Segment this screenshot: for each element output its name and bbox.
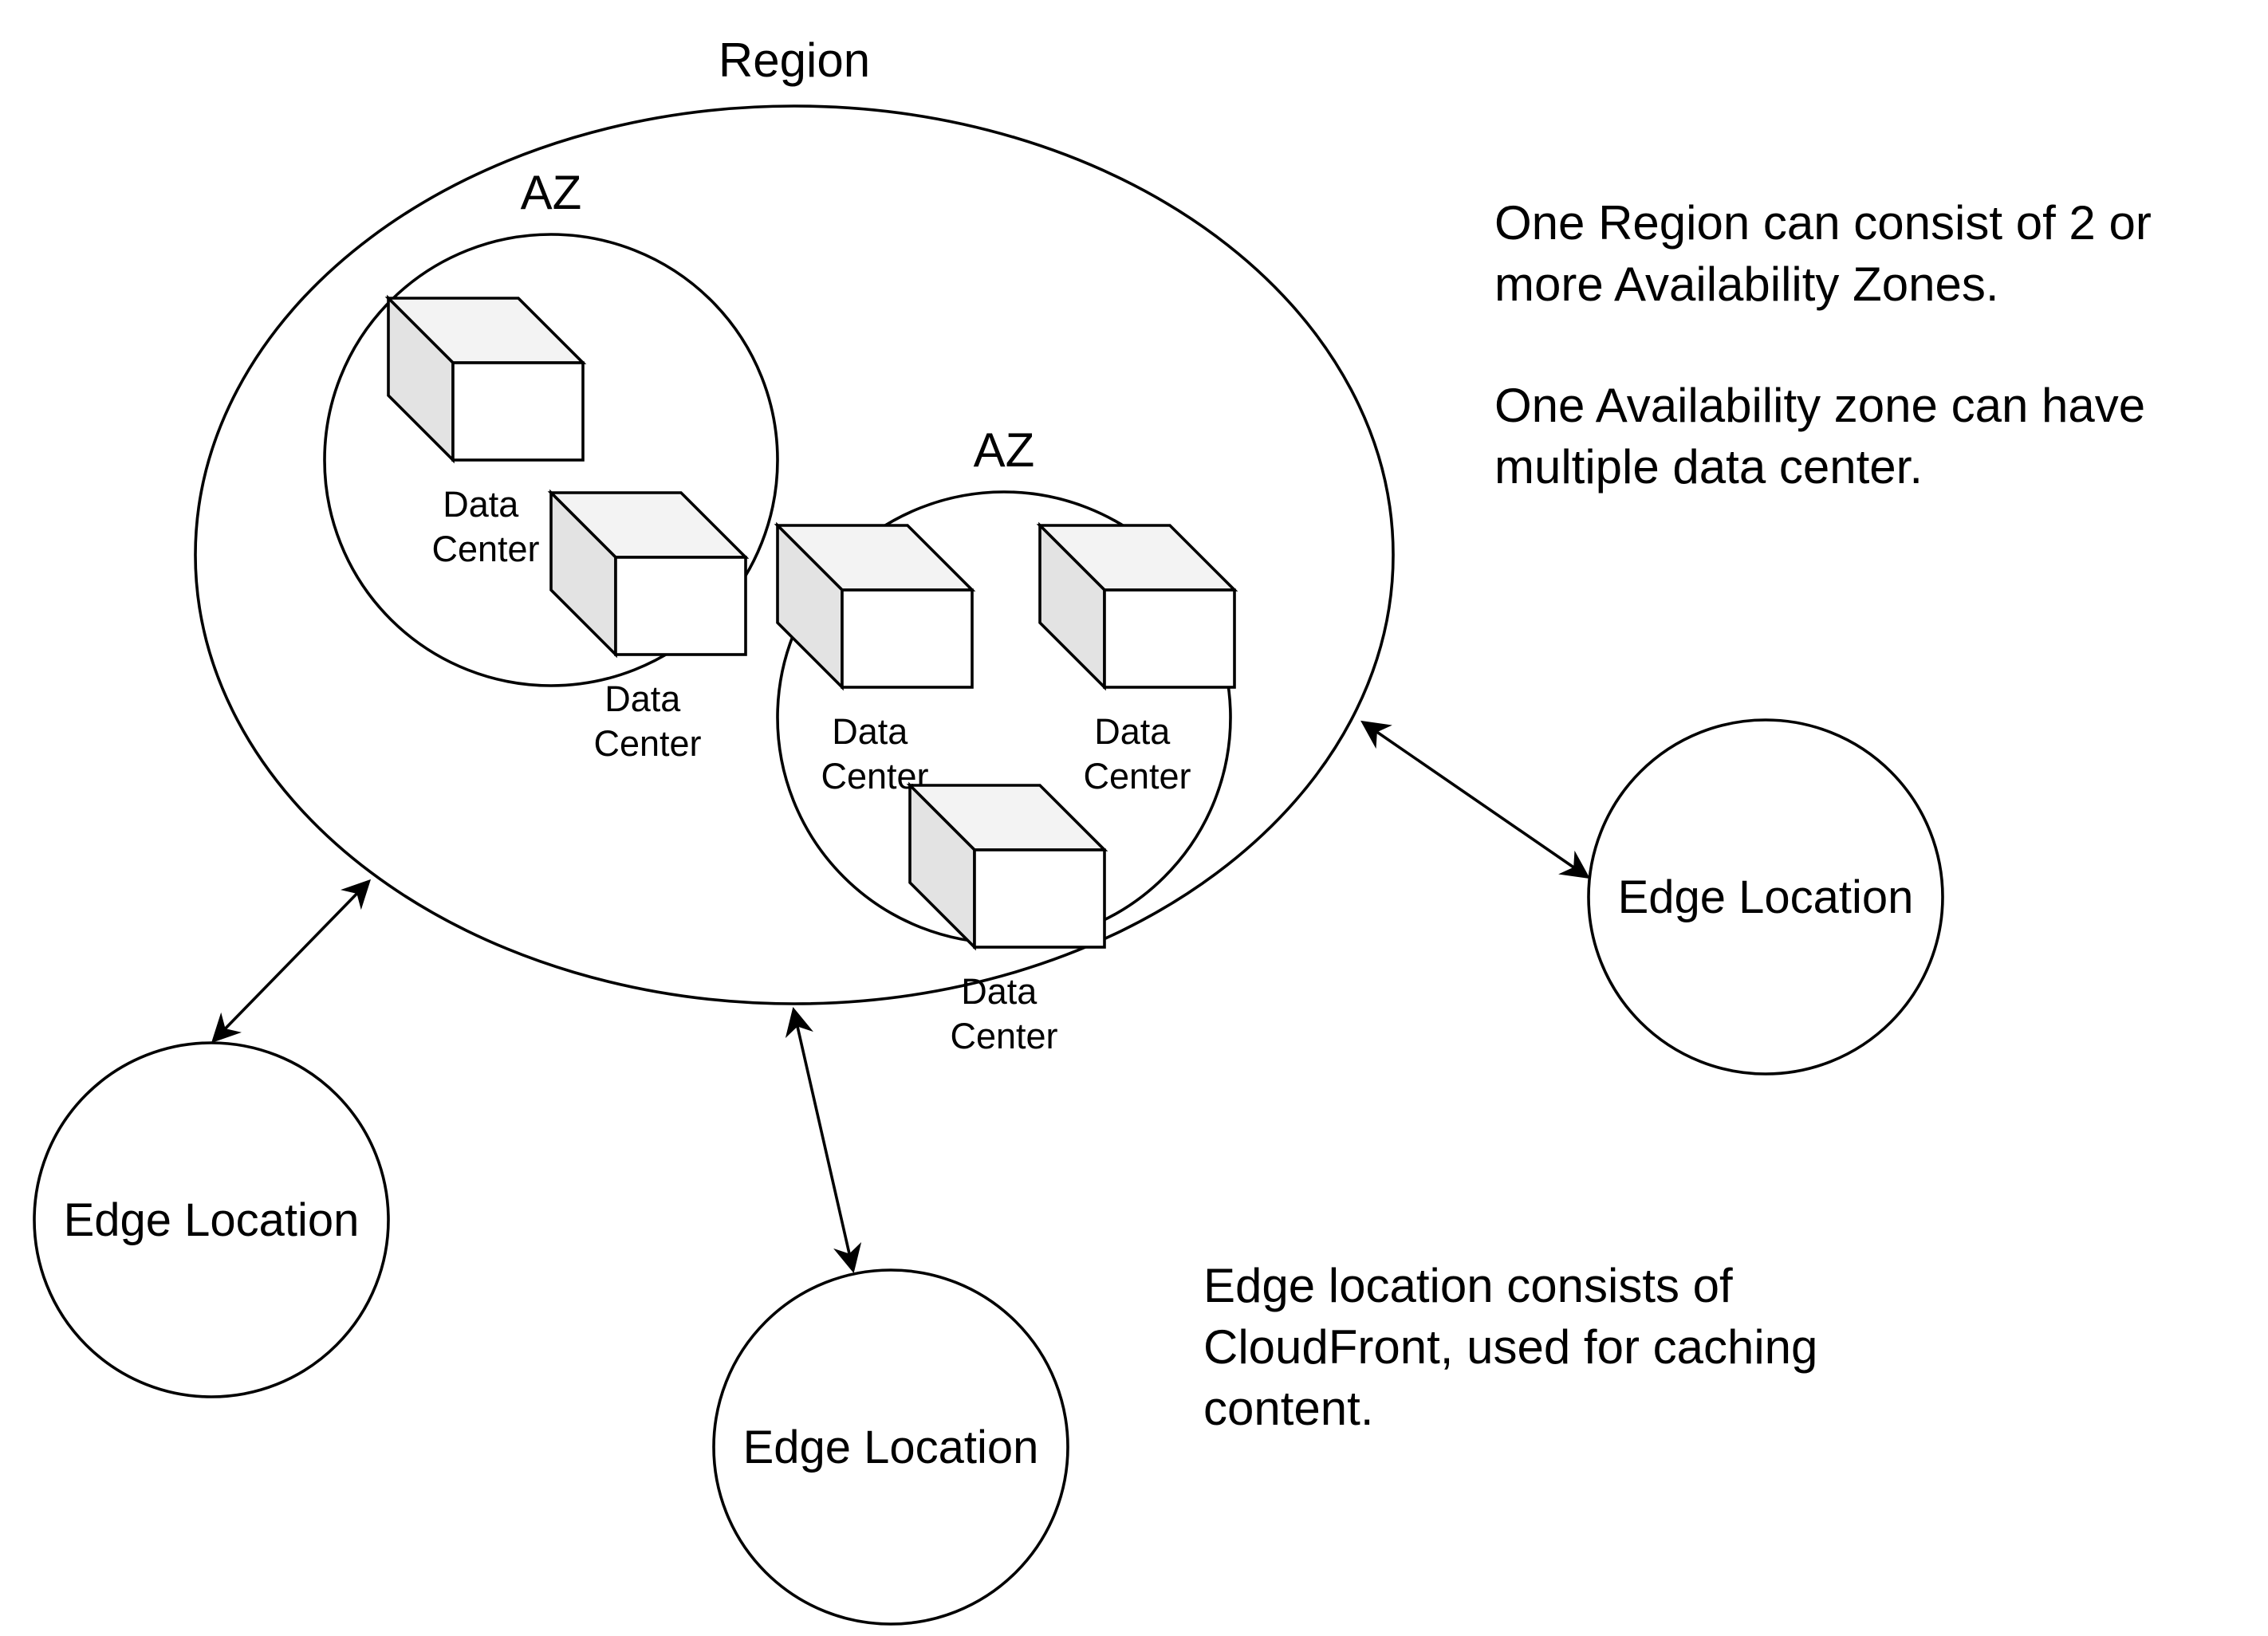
data-center-label-line2: Center bbox=[431, 529, 539, 569]
cube-front bbox=[973, 848, 1106, 949]
data-center-label-line1: Data bbox=[961, 971, 1038, 1012]
data-center-cube-1 bbox=[384, 294, 587, 464]
arrow-region-edge-left bbox=[211, 879, 372, 1044]
data-center-label-2: Data Center bbox=[593, 678, 701, 764]
data-center-label-line2: Center bbox=[593, 723, 701, 764]
edge-location-label-right: Edge Location bbox=[1618, 871, 1914, 923]
az-note-line2: multiple data center. bbox=[1494, 440, 1923, 494]
az-circle-1 bbox=[323, 233, 779, 687]
az-label-2: AZ bbox=[974, 423, 1035, 477]
region-note: One Region can consist of 2 or more Avai… bbox=[1494, 196, 2164, 311]
data-center-label-4: Data Center bbox=[1083, 711, 1191, 796]
edge-note-line1: Edge location consists of bbox=[1203, 1259, 1733, 1312]
cube-front bbox=[451, 361, 585, 462]
data-center-cube-2 bbox=[547, 489, 750, 659]
az-note: One Availability zone can have multiple … bbox=[1494, 379, 2159, 494]
data-center-cube-3 bbox=[774, 521, 976, 691]
edge-location-label-bottom: Edge Location bbox=[743, 1422, 1039, 1473]
edge-note-line2: CloudFront, used for caching bbox=[1203, 1320, 1817, 1374]
edge-note-line3: content. bbox=[1203, 1382, 1374, 1435]
region-note-line2: more Availability Zones. bbox=[1494, 258, 1999, 311]
edge-location-label-left: Edge Location bbox=[64, 1194, 360, 1246]
cube-front bbox=[614, 556, 747, 656]
data-center-label-line2: Center bbox=[1083, 756, 1191, 796]
data-center-label-line1: Data bbox=[1094, 711, 1171, 752]
arrow-region-edge-right bbox=[1360, 720, 1590, 879]
az-label-1: AZ bbox=[521, 166, 582, 219]
data-center-label-line1: Data bbox=[604, 678, 681, 719]
data-center-label-line1: Data bbox=[832, 711, 908, 752]
edge-location-note: Edge location consists of CloudFront, us… bbox=[1203, 1259, 1831, 1435]
data-center-label-5: Data Center bbox=[950, 971, 1057, 1056]
edge-location-circle-bottom bbox=[712, 1268, 1069, 1626]
region-ellipse bbox=[194, 104, 1395, 1005]
data-center-label-1: Data Center bbox=[431, 484, 539, 569]
arrow-region-edge-bottom bbox=[785, 1006, 862, 1274]
data-center-label-3: Data Center bbox=[821, 711, 928, 796]
cube-front bbox=[841, 588, 974, 689]
data-center-cube-5 bbox=[906, 781, 1108, 951]
data-center-label-line2: Center bbox=[950, 1016, 1057, 1056]
edge-location-circle-right bbox=[1587, 718, 1944, 1076]
region-note-line1: One Region can consist of 2 or bbox=[1494, 196, 2152, 250]
az-note-line1: One Availability zone can have bbox=[1494, 379, 2145, 432]
data-center-label-line1: Data bbox=[443, 484, 519, 525]
region-label: Region bbox=[719, 33, 870, 87]
data-center-cube-4 bbox=[1036, 521, 1238, 691]
cube-front bbox=[1103, 588, 1236, 689]
